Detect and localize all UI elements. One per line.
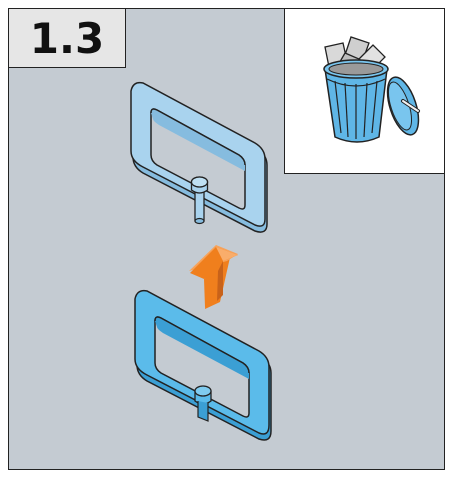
arrow-up-icon (189, 245, 238, 309)
clip-removal-scene (130, 81, 272, 441)
upper-clip (130, 81, 268, 233)
illustration-panel: 1.3 (8, 8, 445, 470)
step-number-badge: 1.3 (9, 9, 126, 68)
step-number: 1.3 (29, 13, 105, 63)
trash-can-icon (323, 36, 420, 143)
lower-clip (134, 289, 272, 441)
disposal-inset (284, 9, 444, 174)
